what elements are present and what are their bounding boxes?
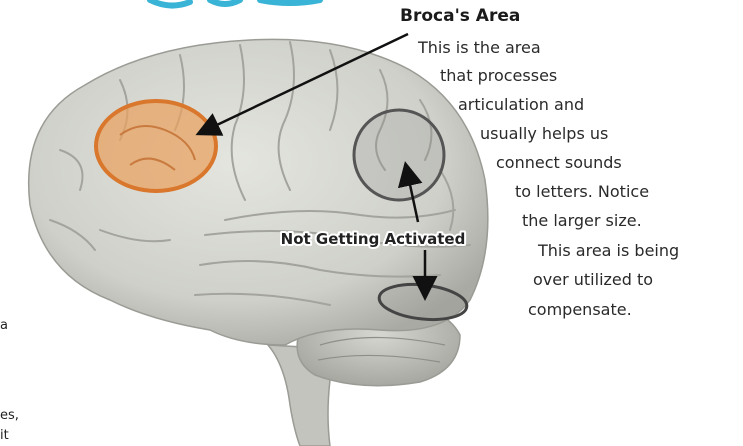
callout-line: usually helps us <box>480 124 608 143</box>
callout-line: over utilized to <box>533 270 653 289</box>
left-edge-fragment: es, <box>0 408 19 423</box>
not-activated-label: Not Getting Activated <box>281 230 466 248</box>
left-edge-fragment: it <box>0 428 9 443</box>
broca-area-region <box>96 101 216 191</box>
broca-title: Broca's Area <box>400 6 520 26</box>
callout-line: the larger size. <box>522 211 642 230</box>
callout-line: connect sounds <box>496 153 622 172</box>
upper-inactive-region <box>354 110 444 200</box>
callout-line: compensate. <box>528 300 632 319</box>
callout-line: This is the area <box>418 38 541 57</box>
callout-line: This area is being <box>538 241 679 260</box>
left-edge-fragment: a <box>0 318 8 333</box>
callout-line: articulation and <box>458 95 584 114</box>
callout-line: to letters. Notice <box>515 182 649 201</box>
title-accent-fragment <box>150 0 320 6</box>
callout-line: that processes <box>440 66 557 85</box>
